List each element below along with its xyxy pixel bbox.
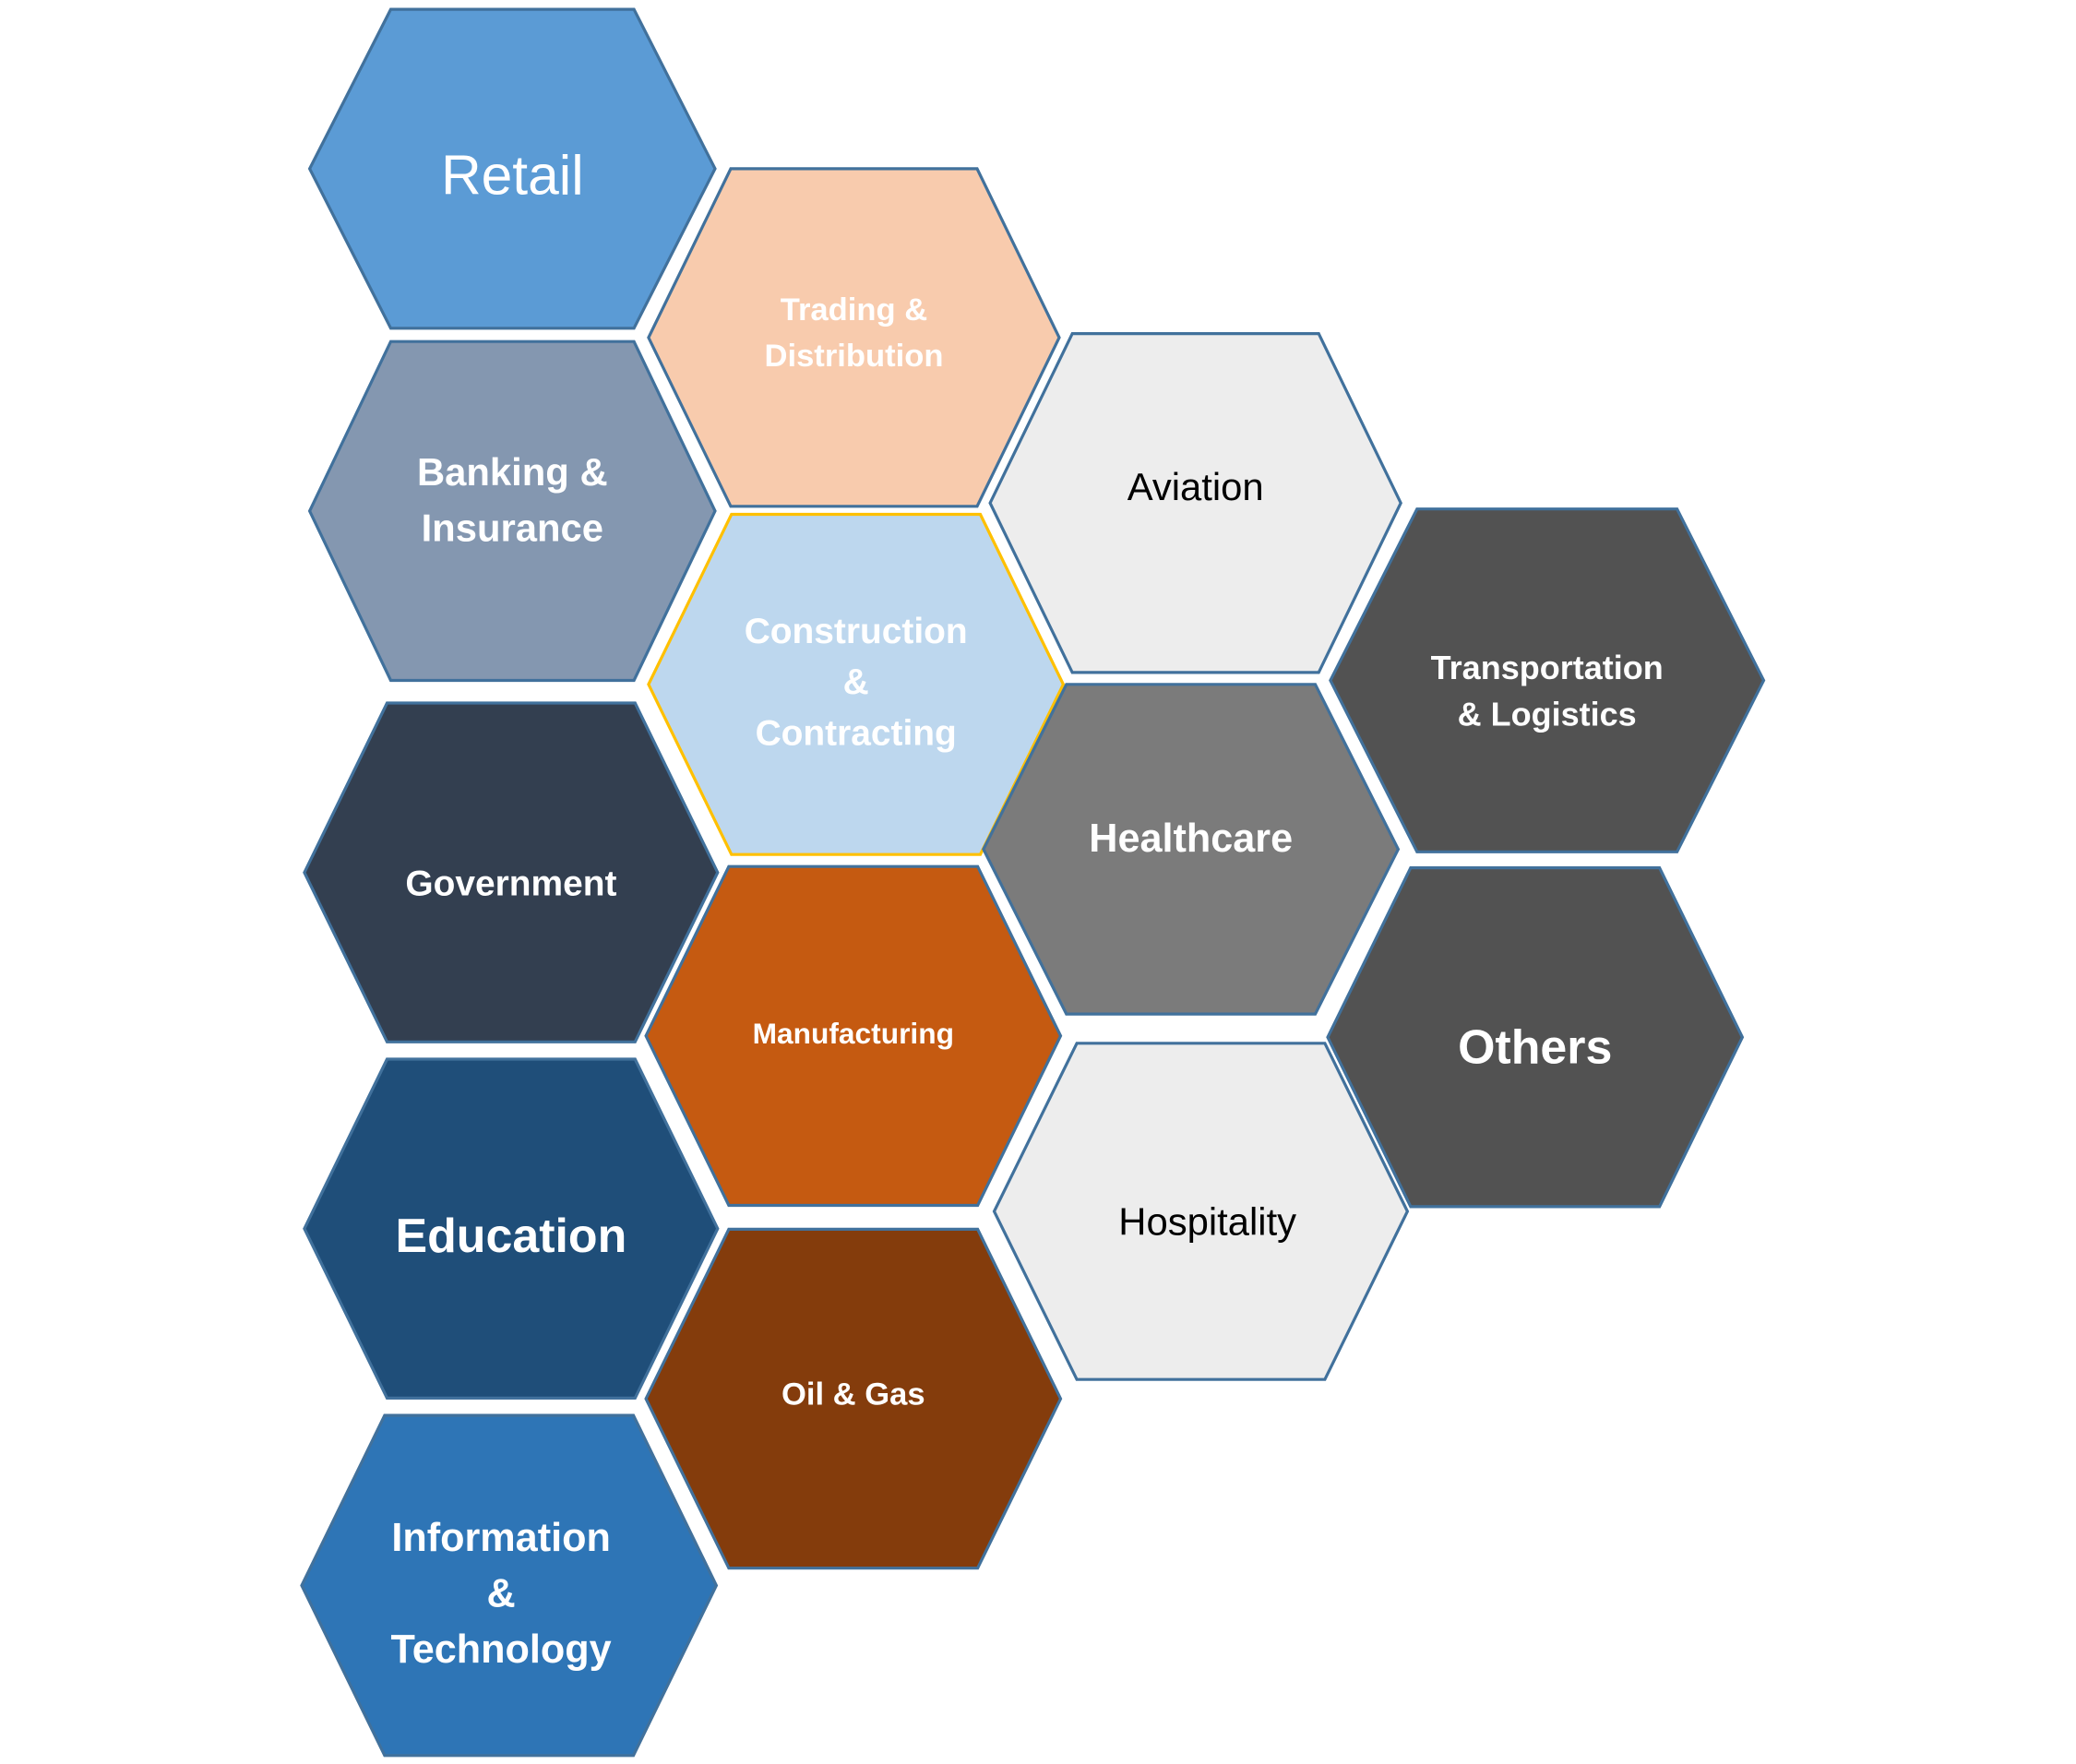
hexagon-shape-information-technology [300, 1413, 719, 1758]
hexagon-label-construction-contracting: Construction [745, 612, 968, 651]
hexagon-label-trading-distribution: Distribution [765, 339, 944, 374]
hexagon-shape-retail [307, 7, 717, 330]
hexagon-retail: Retail [307, 7, 717, 330]
hexagon-label-oil-gas: Oil & Gas [781, 1377, 925, 1412]
hexagon-government: Government [303, 701, 720, 1043]
hexagon-label-others: Others [1458, 1019, 1612, 1073]
hexagon-label-information-technology: Technology [391, 1627, 612, 1672]
hexagon-shape-oil-gas [644, 1227, 1063, 1570]
hexagon-shape-manufacturing [644, 864, 1063, 1208]
hexagon-aviation: Aviation [988, 332, 1402, 674]
hexagon-banking-insurance: Banking & Insurance [307, 340, 717, 683]
hexagon-label-construction-contracting: Contracting [756, 713, 957, 753]
hexagon-label-aviation: Aviation [1127, 465, 1264, 508]
hexagon-shape-government [303, 701, 720, 1043]
hexagon-manufacturing: Manufacturing [644, 864, 1063, 1208]
hexagon-shape-transportation-logistics [1329, 507, 1766, 853]
hexagon-information-technology: Information & Technology [300, 1413, 719, 1758]
hexagon-label-banking-insurance: Insurance [422, 507, 603, 550]
hexagon-healthcare: Healthcare [982, 683, 1401, 1016]
hexagon-trading-distribution: Trading & Distribution [647, 167, 1061, 508]
hexagon-label-manufacturing: Manufacturing [753, 1017, 954, 1050]
hexagon-shape-education [303, 1057, 720, 1400]
hexagon-oil-gas: Oil & Gas [644, 1227, 1063, 1570]
hexagon-shape-construction-contracting [647, 512, 1066, 856]
hexagon-label-trading-distribution: Trading & [781, 292, 927, 328]
hexagon-label-education: Education [395, 1209, 626, 1262]
hexagon-label-healthcare: Healthcare [1089, 816, 1293, 861]
hexagon-label-banking-insurance: Banking & [417, 450, 608, 494]
hexagon-shape-aviation [988, 332, 1402, 674]
hexagon-transportation-logistics: Transportation & Logistics [1329, 507, 1766, 853]
hexagon-hospitality: Hospitality [992, 1042, 1410, 1381]
hexagon-shape-trading-distribution [647, 167, 1061, 508]
hexagon-others: Others [1326, 865, 1745, 1209]
hexagon-label-information-technology: Information [391, 1516, 611, 1560]
hexagon-shape-hospitality [992, 1042, 1410, 1381]
hexagon-label-information-technology: & [486, 1571, 515, 1615]
hexagon-shape-banking-insurance [307, 340, 717, 683]
hexagon-education: Education [303, 1057, 720, 1400]
hexagon-construction-contracting: Construction & Contracting [647, 512, 1066, 856]
hexagon-shape-others [1326, 865, 1745, 1209]
hexagon-shape-healthcare [982, 683, 1401, 1016]
hexagon-label-construction-contracting: & [843, 662, 869, 702]
hexagon-label-retail: Retail [441, 143, 584, 206]
hexagon-label-transportation-logistics: & Logistics [1458, 696, 1637, 733]
hexagon-label-government: Government [405, 864, 616, 903]
hexagon-label-hospitality: Hospitality [1118, 1199, 1296, 1243]
hexagon-label-transportation-logistics: Transportation [1431, 649, 1664, 686]
